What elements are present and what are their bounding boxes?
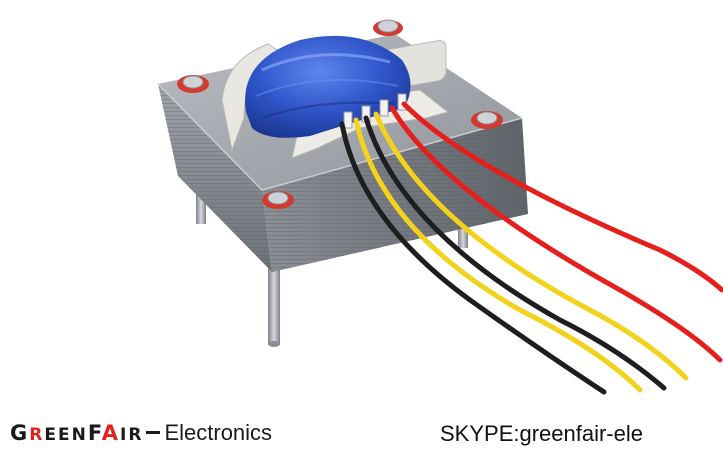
screw-left-front (262, 191, 294, 209)
brand-letter: F (87, 421, 102, 445)
wire-red-1 (389, 105, 723, 363)
wire-black-2 (363, 115, 667, 391)
lead-wires (339, 101, 723, 395)
wire-yellow-1 (353, 117, 643, 393)
brand-letter: E (57, 425, 72, 445)
brand-letter: I (120, 425, 129, 445)
wire-yellow-2 (373, 111, 689, 381)
pin-front-left (268, 262, 280, 344)
brand-dash (146, 431, 161, 434)
wire-red-2 (401, 101, 723, 293)
brand-footer: GREENFAIR Electronics (10, 420, 272, 450)
brand-suffix: Electronics (164, 420, 273, 445)
brand-letter: R (128, 425, 144, 445)
brand-letter: R (29, 425, 45, 445)
brand-letter: A (101, 421, 121, 445)
screw-right-front (471, 111, 503, 129)
brand-letter: N (71, 425, 88, 445)
brand-letter: E (44, 425, 58, 445)
brand-logo: GREENFAIR (10, 421, 143, 445)
wire-black-1 (339, 121, 607, 395)
screw-right-back (373, 19, 403, 36)
screw-left-back (177, 75, 209, 93)
skype-contact: SKYPE:greenfair-ele (440, 421, 643, 446)
brand-letter: G (10, 421, 30, 445)
transformer-photo (157, 19, 723, 395)
screws (177, 19, 503, 209)
terminal-tabs (343, 93, 407, 129)
